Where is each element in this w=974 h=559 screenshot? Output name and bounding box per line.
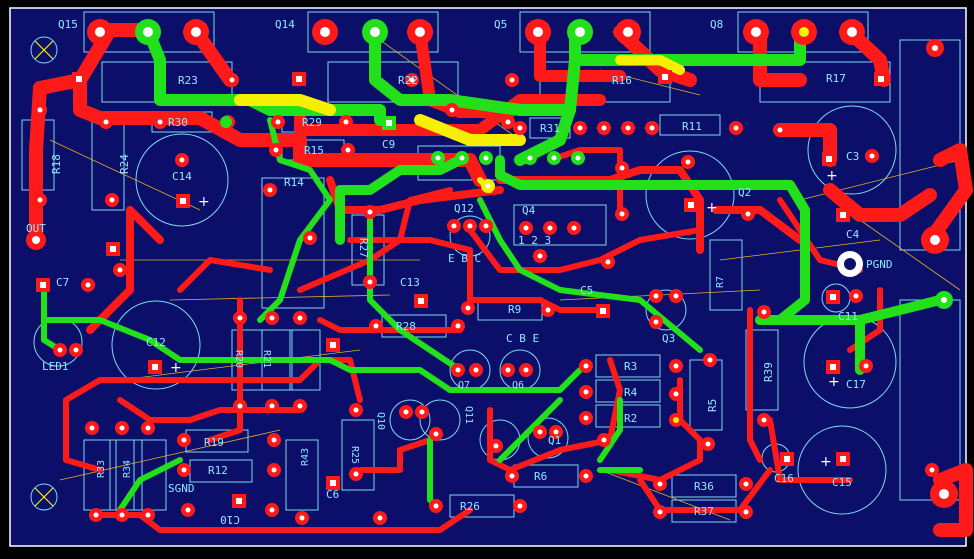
pads-layer [26, 19, 958, 525]
label-r22: R22 [398, 74, 418, 87]
polarity-plus-icons: + + + + + + [170, 168, 840, 470]
label-r26: R26 [460, 500, 480, 513]
label-q6: Q6 [512, 380, 524, 391]
label-pgnd: PGND [866, 258, 893, 271]
svg-text:+: + [826, 168, 838, 184]
label-c16: C16 [774, 472, 794, 485]
label-q3: Q3 [662, 332, 675, 345]
label-q11: Q11 [463, 406, 474, 424]
label-r11: R11 [682, 120, 702, 133]
label-c15: C15 [832, 476, 852, 489]
label-r34: R34 [122, 460, 133, 478]
svg-text:+: + [706, 200, 718, 216]
label-r17: R17 [826, 72, 846, 85]
label-r4: R4 [624, 386, 638, 399]
svg-text:+: + [820, 454, 832, 470]
label-c13: C13 [400, 276, 420, 289]
label-c9: C9 [382, 138, 395, 151]
label-q6-pins: C B E [506, 332, 539, 345]
overlap-traces [234, 55, 685, 193]
label-q14: Q14 [275, 18, 295, 31]
label-c14: C14 [172, 170, 192, 183]
label-q12: Q12 [454, 202, 474, 215]
q8-pads [743, 19, 865, 45]
label-r7: R7 [715, 276, 726, 288]
label-r12: R12 [208, 464, 228, 477]
label-r15: R15 [304, 144, 324, 157]
label-r14: R14 [284, 176, 304, 189]
label-led1: LED1 [42, 360, 69, 373]
label-c4: C4 [846, 228, 860, 241]
label-r30: R30 [168, 116, 188, 129]
label-r18: R18 [50, 154, 63, 174]
label-q4: Q4 [522, 204, 536, 217]
label-r28: R28 [396, 320, 416, 333]
label-r16: R16 [612, 74, 632, 87]
label-q8: Q8 [710, 18, 723, 31]
label-r3: R3 [624, 360, 637, 373]
label-r27: R27 [357, 238, 370, 258]
label-c5: C5 [580, 284, 593, 297]
label-r39: R39 [762, 362, 775, 382]
label-r37: R37 [694, 505, 714, 518]
label-r23: R23 [178, 74, 198, 87]
label-sgnd: SGND [168, 482, 195, 495]
svg-text:+: + [170, 360, 182, 376]
label-r25: R25 [349, 446, 360, 464]
label-c7: C7 [56, 276, 69, 289]
q5-pads [525, 19, 641, 45]
mounting-hole-bottom-left-icon [34, 487, 54, 507]
svg-text:+: + [828, 374, 840, 390]
label-r21: R21 [261, 350, 272, 368]
label-r19: R19 [204, 436, 224, 449]
label-r20: R20 [233, 350, 244, 368]
label-r33: R33 [96, 460, 107, 478]
component-labels: Q15 Q14 Q5 Q8 R23 R22 R16 R17 R30 R29 R1… [26, 18, 893, 526]
label-c17: C17 [846, 378, 866, 391]
mounting-hole-top-left-icon [34, 40, 54, 60]
label-r6: R6 [534, 470, 547, 483]
label-c3: C3 [846, 150, 859, 163]
label-q12-pins: E B C [448, 252, 481, 265]
label-q1: Q1 [548, 434, 561, 447]
label-r24: R24 [118, 154, 131, 174]
label-q2: Q2 [738, 186, 751, 199]
label-r9: R9 [508, 303, 521, 316]
label-q10: Q10 [375, 412, 386, 430]
label-q7: Q7 [458, 380, 470, 391]
label-q5: Q5 [494, 18, 507, 31]
svg-text:+: + [198, 194, 210, 210]
label-c6: C6 [326, 488, 339, 501]
label-c11: C11 [838, 310, 858, 323]
label-r31: R31 [540, 122, 560, 135]
label-r29: R29 [302, 116, 322, 129]
label-out: OUT [26, 222, 46, 235]
q15-pads [87, 19, 209, 45]
label-r43: R43 [300, 448, 311, 466]
label-c10: C10 [220, 513, 240, 526]
q14-pads [312, 19, 433, 45]
label-r2: R2 [624, 412, 637, 425]
label-c12: C12 [146, 336, 166, 349]
label-q4-pins: 1 2 3 [518, 234, 551, 247]
label-r36: R36 [694, 480, 714, 493]
label-r5: R5 [706, 399, 719, 412]
label-q15: Q15 [58, 18, 78, 31]
